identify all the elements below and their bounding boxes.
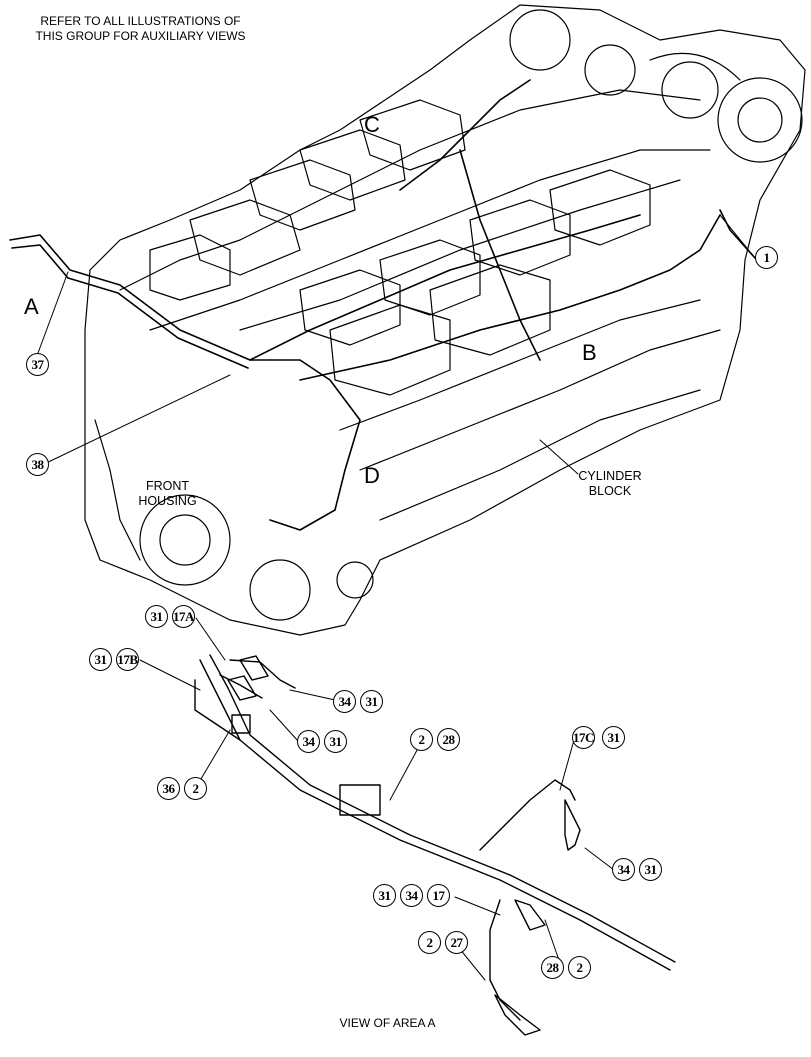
callout-31-f: 31: [639, 858, 662, 881]
callout-37: 37: [26, 353, 49, 376]
engine-outline: [84, 4, 806, 636]
leader-lines: [37, 214, 756, 981]
callout-31-e: 31: [602, 726, 625, 749]
front-housing-line-1: FRONT: [145, 479, 190, 493]
callout-31-c: 31: [360, 690, 383, 713]
callout-1: 1: [755, 246, 778, 269]
area-label-b: B: [582, 340, 597, 365]
cylinder-block-line-2: BLOCK: [588, 484, 632, 498]
wiring-harness: [9, 79, 756, 531]
callout-2-d: 2: [568, 956, 591, 979]
cylinder-block-label: CYLINDER BLOCK: [565, 469, 655, 499]
callout-34-d: 34: [400, 884, 423, 907]
turbocharger: [509, 9, 803, 163]
area-label-c: C: [364, 112, 380, 137]
callout-38: 38: [26, 453, 49, 476]
callout-34-c: 34: [612, 858, 635, 881]
area-label-a: A: [24, 294, 39, 319]
area-a-view: [194, 654, 676, 1036]
callout-17a: 17A: [172, 605, 195, 628]
front-housing-label: FRONT HOUSING: [130, 479, 205, 509]
callout-34-b: 34: [297, 730, 320, 753]
view-caption: VIEW OF AREA A: [339, 1016, 436, 1030]
front-housing: [94, 419, 374, 621]
callout-17b: 17B: [116, 648, 139, 671]
callout-28-a: 28: [437, 728, 460, 751]
area-label-d: D: [364, 463, 380, 488]
callout-2-a: 2: [184, 777, 207, 800]
callout-17: 17: [427, 884, 450, 907]
auxiliary-views-note: REFER TO ALL ILLUSTRATIONS OF THIS GROUP…: [18, 14, 263, 44]
callout-2-b: 2: [410, 728, 433, 751]
cylinder-heads: [149, 99, 651, 396]
callout-36: 36: [157, 777, 180, 800]
note-line-1: REFER TO ALL ILLUSTRATIONS OF: [40, 14, 241, 28]
callout-17c: 17C: [572, 726, 595, 749]
callout-31-d: 31: [324, 730, 347, 753]
callout-34-a: 34: [333, 690, 356, 713]
callout-2-c: 2: [418, 931, 441, 954]
front-housing-line-2: HOUSING: [138, 494, 197, 508]
note-line-2: THIS GROUP FOR AUXILIARY VIEWS: [35, 29, 246, 43]
callout-27: 27: [445, 931, 468, 954]
callout-31-g: 31: [373, 884, 396, 907]
cylinder-block-line-1: CYLINDER: [578, 469, 642, 483]
callout-28-b: 28: [541, 956, 564, 979]
callout-31-a: 31: [145, 605, 168, 628]
callout-31-b: 31: [89, 648, 112, 671]
